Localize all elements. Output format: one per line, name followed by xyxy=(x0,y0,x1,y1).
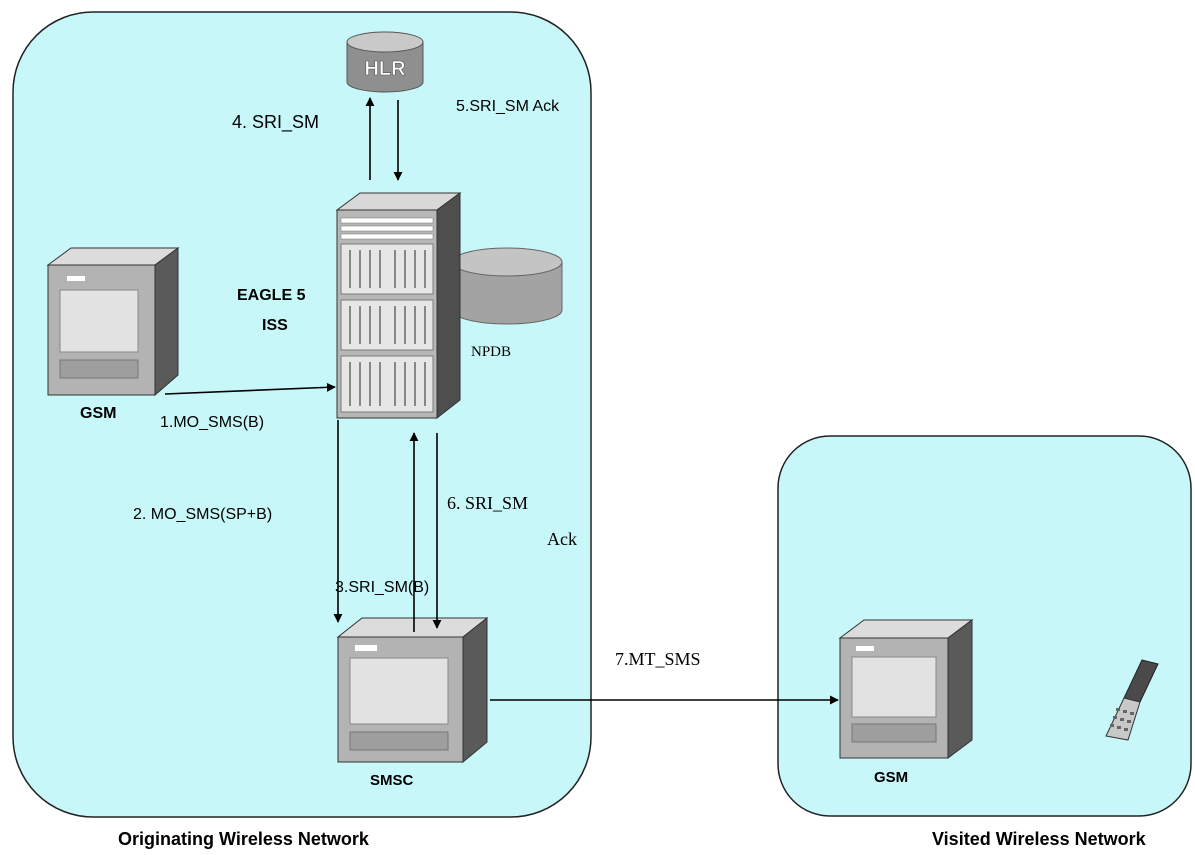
gsm-visited-server-icon xyxy=(838,619,974,759)
message-6-label-line1: 6. SRI_SM xyxy=(447,493,528,513)
gsm-visited-label: GSM xyxy=(874,769,908,786)
hlr-database-icon: HLR xyxy=(346,31,424,93)
message-7-label: 7.MT_SMS xyxy=(615,649,701,669)
eagle-rack-server-icon xyxy=(335,192,462,420)
gsm-origin-server-icon xyxy=(46,247,180,397)
eagle-label-line1: EAGLE 5 xyxy=(237,287,306,304)
arrow-1-mo-sms xyxy=(164,382,336,395)
message-5-label: 5.SRI_SM Ack xyxy=(456,98,560,115)
hlr-label: HLR xyxy=(364,58,406,80)
message-arrows xyxy=(164,97,839,705)
gsm-origin-label: GSM xyxy=(80,405,116,422)
message-4-label: 4. SRI_SM xyxy=(232,112,319,133)
smsc-server-icon xyxy=(336,616,489,764)
eagle-label-line2: ISS xyxy=(262,317,288,334)
message-1-label: 1.MO_SMS(B) xyxy=(160,414,264,431)
message-3-label: 3.SRI_SM(B) xyxy=(335,579,429,596)
mobile-phone-icon xyxy=(1105,659,1159,741)
smsc-label: SMSC xyxy=(370,772,414,789)
message-6-label-line2: Ack xyxy=(547,529,577,549)
message-2-label: 2. MO_SMS(SP+B) xyxy=(133,506,272,523)
npdb-database-icon xyxy=(451,247,563,325)
visited-network-region xyxy=(777,435,1192,817)
visited-network-title: Visited Wireless Network xyxy=(932,829,1147,849)
originating-network-title: Originating Wireless Network xyxy=(118,829,370,849)
npdb-label: NPDB xyxy=(471,344,511,360)
